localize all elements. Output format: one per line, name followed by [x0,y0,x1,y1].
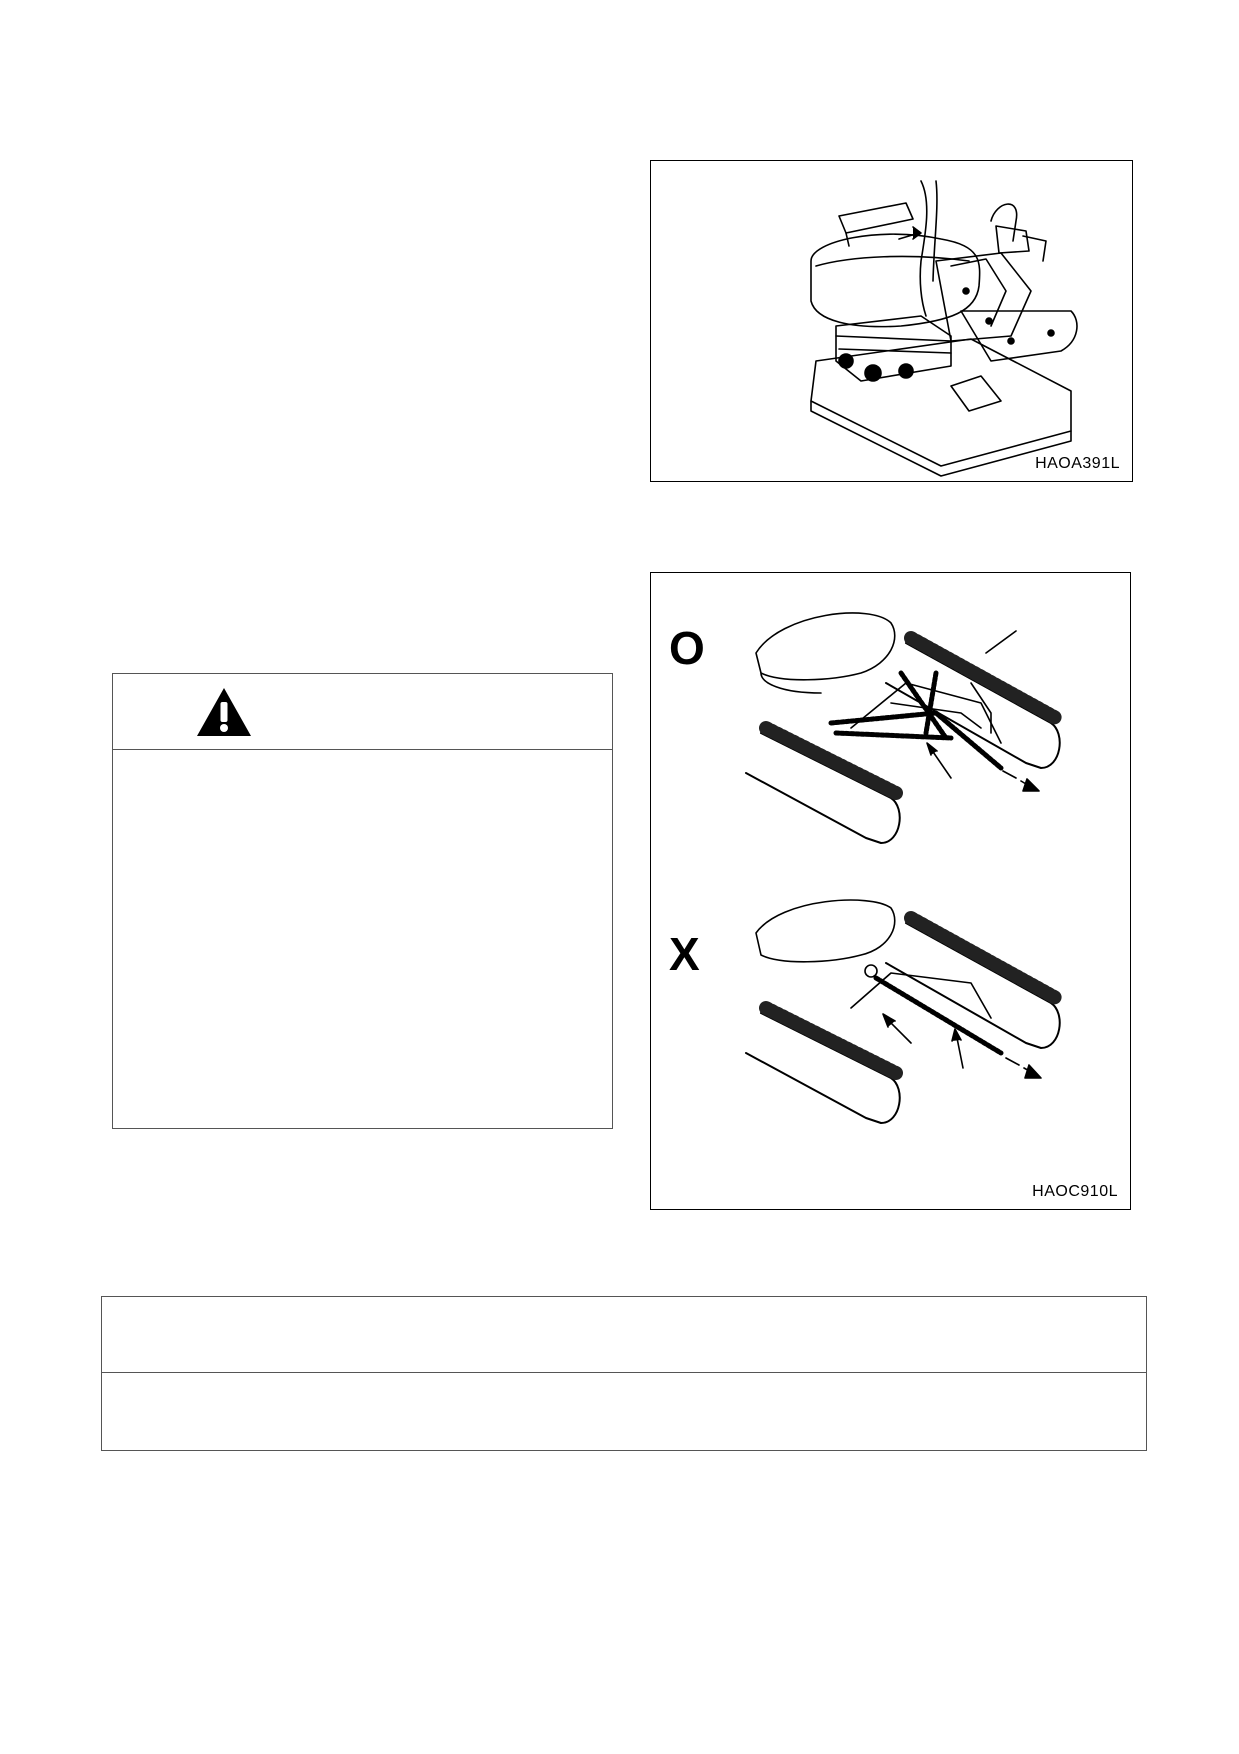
warning-header [113,674,612,750]
warning-box [112,673,613,1129]
warning-triangle-icon [195,686,253,738]
correct-mark: O [669,622,705,674]
figure-code: HAOA391L [1035,455,1120,472]
incorrect-mark: X [669,928,700,980]
seat-figure: HAOA391L [650,160,1133,482]
figure-code: HAOC910L [1032,1183,1118,1200]
correct-towing-illustration [745,612,1063,844]
towing-figure: O X [650,572,1131,1210]
table-row-divider [102,1372,1146,1373]
incorrect-towing-illustration [745,899,1063,1124]
info-table [101,1296,1147,1451]
seat-illustration [810,180,1078,477]
